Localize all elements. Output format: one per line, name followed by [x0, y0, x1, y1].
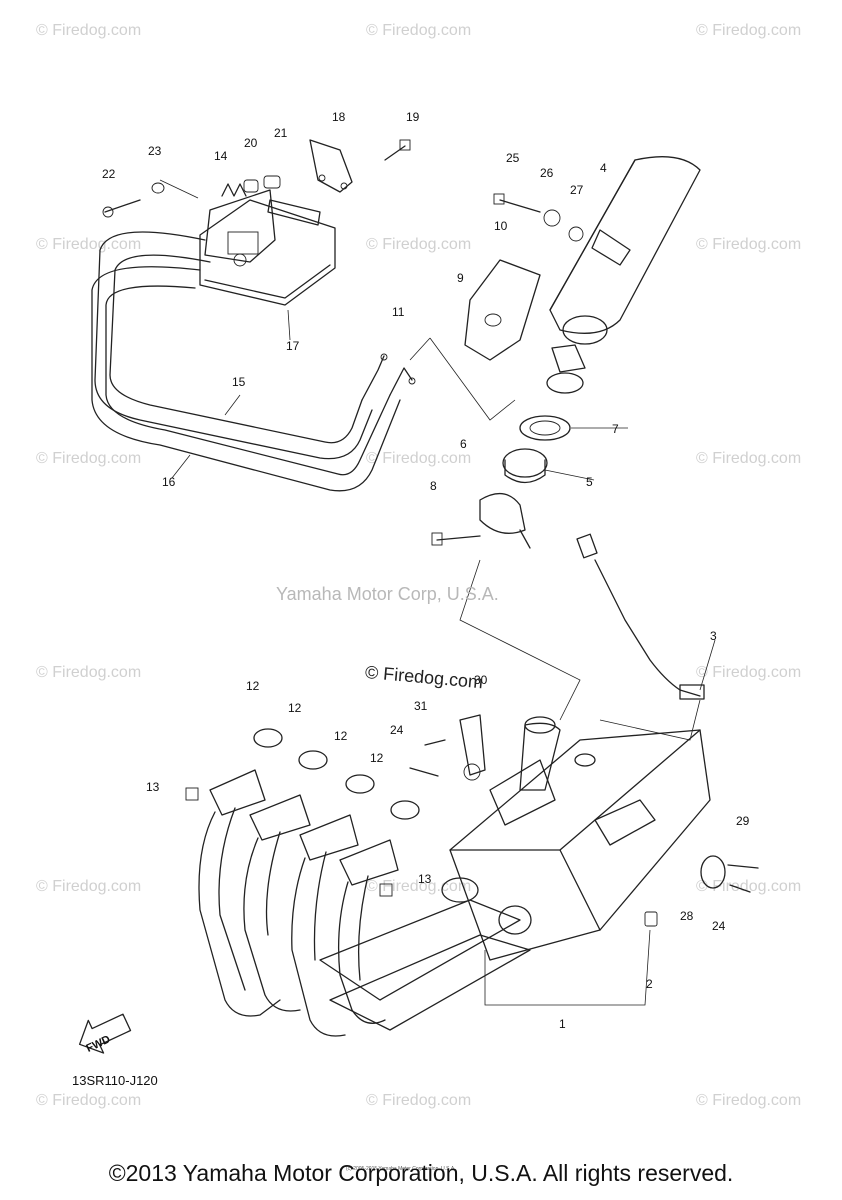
callout-19: 19: [406, 110, 420, 124]
watermark: © Firedog.com: [696, 664, 802, 681]
callout-13b: 13: [418, 872, 432, 886]
callout-12c: 12: [334, 729, 348, 743]
callout-25: 25: [506, 151, 520, 165]
callout-16: 16: [162, 475, 176, 489]
center-watermark: Yamaha Motor Corp, U.S.A.: [276, 584, 499, 604]
watermark: © Firedog.com: [36, 450, 142, 467]
gaskets-and-clamps: [431, 415, 571, 549]
callout-7: 7: [612, 422, 619, 436]
callout-14: 14: [214, 149, 228, 163]
callout-2: 2: [646, 977, 653, 991]
fasteners-top: [102, 139, 584, 242]
leader-lines: [171, 309, 716, 1006]
callout-26: 26: [540, 166, 554, 180]
servo-bracket-assembly: [199, 139, 353, 306]
callout-13a: 13: [146, 780, 160, 794]
callout-3: 3: [710, 629, 717, 643]
control-cables: [91, 231, 416, 492]
fwd-arrow-icon: [78, 1013, 132, 1054]
callout-10: 10: [494, 219, 508, 233]
watermark: © Firedog.com: [36, 22, 142, 39]
callout-29: 29: [736, 814, 750, 828]
callout-12b: 12: [288, 701, 302, 715]
callout-24b: 24: [712, 919, 726, 933]
watermark: © Firedog.com: [366, 22, 472, 39]
upper-muffler: [464, 156, 701, 394]
callout-12d: 12: [370, 751, 384, 765]
watermark: © Firedog.com: [36, 236, 142, 253]
watermark: © Firedog.com: [696, 236, 802, 253]
callout-4: 4: [600, 161, 607, 175]
diagram-code: 13SR110-J120: [72, 1073, 158, 1088]
callout-24a: 24: [390, 723, 404, 737]
callout-12a: 12: [246, 679, 260, 693]
callout-21: 21: [274, 126, 288, 140]
watermark: © Firedog.com: [36, 1092, 142, 1109]
watermark: © Firedog.com: [696, 22, 802, 39]
callout-9: 9: [457, 271, 464, 285]
callout-8: 8: [430, 479, 437, 493]
connection-lines: [159, 179, 701, 741]
callout-30: 30: [474, 673, 488, 687]
callout-28: 28: [680, 909, 694, 923]
callout-22: 22: [102, 167, 116, 181]
callout-20: 20: [244, 136, 258, 150]
callout-1: 1: [559, 1017, 566, 1031]
watermark: © Firedog.com: [696, 450, 802, 467]
oxygen-sensor: [576, 533, 705, 700]
callout-5: 5: [586, 475, 593, 489]
watermark: © Firedog.com: [366, 1092, 472, 1109]
callout-27: 27: [570, 183, 584, 197]
callout-31: 31: [414, 699, 428, 713]
copyright-footer: ©2013 Yamaha Motor Corporation, U.S.A. A…: [108, 1160, 734, 1186]
tiny-copyright-notice: (c) 2005-2015 Yamaha Motor Corporation, …: [346, 1166, 456, 1172]
part-callouts: 1 2 3 4 5 6 7 8 9 10 11 12 12 12 12 13 1…: [102, 110, 750, 1031]
callout-15: 15: [232, 375, 246, 389]
callout-11: 11: [392, 305, 405, 319]
callout-18: 18: [332, 110, 346, 124]
callout-17: 17: [286, 339, 300, 353]
exhaust-header-system: [185, 714, 759, 1037]
watermark: © Firedog.com: [366, 236, 472, 253]
watermark: © Firedog.com: [366, 450, 472, 467]
watermark: © Firedog.com: [36, 878, 142, 895]
callout-23: 23: [148, 144, 162, 158]
watermark: © Firedog.com: [36, 664, 142, 681]
watermark: © Firedog.com: [696, 1092, 802, 1109]
callout-6: 6: [460, 437, 467, 451]
